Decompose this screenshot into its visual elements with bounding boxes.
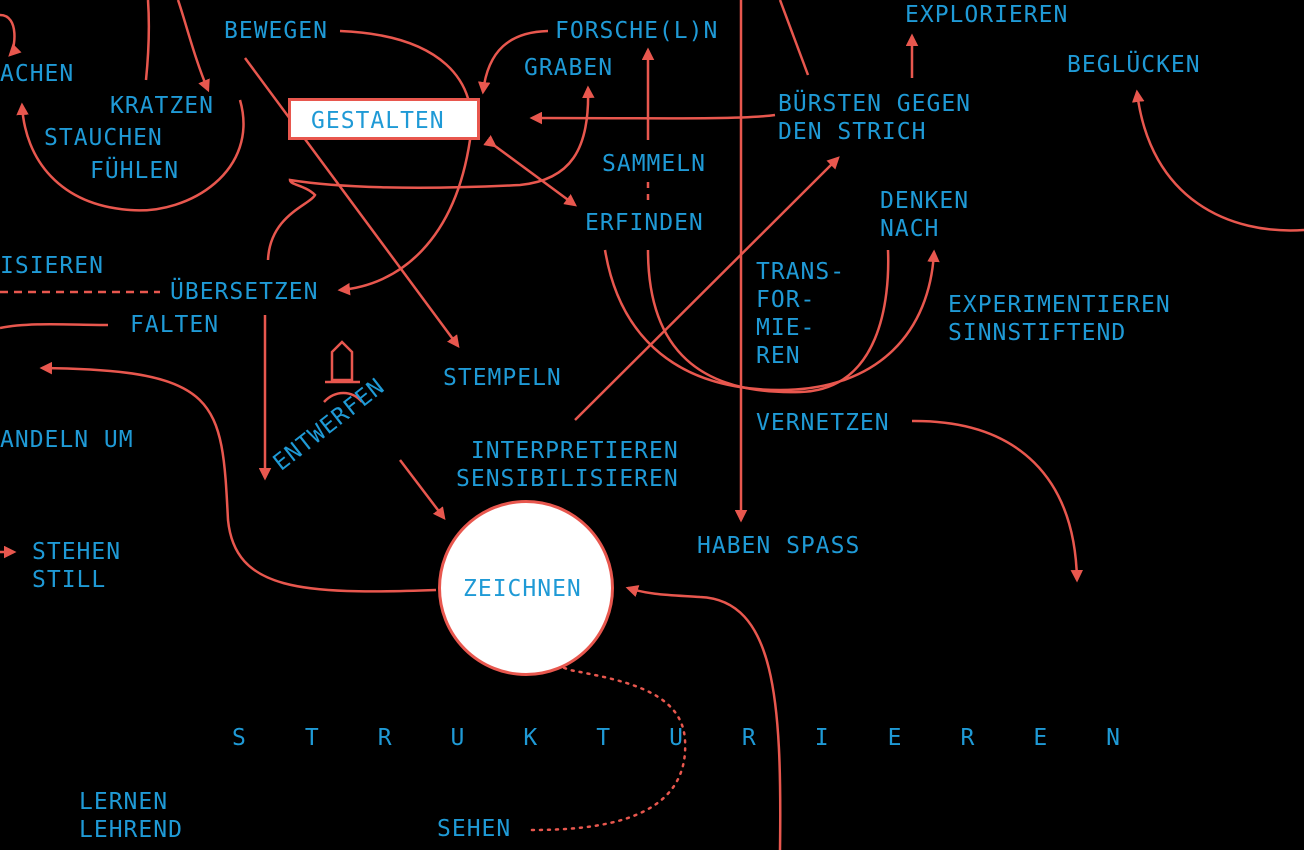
word-kratzen: KRATZEN bbox=[110, 93, 214, 119]
arrow-interpretieren-bursten bbox=[574, 156, 840, 421]
word-stehen-still: STEHEN STILL bbox=[32, 539, 122, 593]
arrow-bewegen-stempeln bbox=[243, 57, 460, 349]
word-fuhlen: FÜHLEN bbox=[90, 158, 180, 184]
arrow-gestalten-erfinden bbox=[483, 135, 578, 207]
arrow-zeichnen-to-left bbox=[39, 361, 437, 593]
arrow-to-beglucken bbox=[1131, 89, 1304, 232]
word-gestalten: GESTALTEN bbox=[311, 108, 445, 134]
word-erfinden: ERFINDEN bbox=[585, 210, 704, 236]
word-forschen: FORSCHE(L)N bbox=[555, 18, 719, 44]
arrow-loop-denken bbox=[603, 249, 940, 392]
arrow-to-zeichnen-right bbox=[625, 585, 782, 850]
word-zeichnen: ZEICHNEN bbox=[463, 576, 582, 602]
line-top-left bbox=[144, 0, 151, 81]
loop-fuhlen bbox=[16, 99, 245, 212]
word-ubersetzen: ÜBERSETZEN bbox=[170, 279, 319, 305]
word-falten: FALTEN bbox=[130, 312, 220, 338]
word-isieren: ISIEREN bbox=[0, 253, 104, 279]
gestalten-node: GESTALTEN bbox=[288, 98, 480, 140]
lighthouse-icon bbox=[323, 340, 363, 403]
arrow-entwerfen-zeichnen bbox=[399, 459, 446, 520]
loop-erfinden bbox=[646, 249, 890, 394]
word-stauchen: STAUCHEN bbox=[44, 125, 163, 151]
word-sammeln: SAMMELN bbox=[602, 151, 706, 177]
arrow-bewegen-gestalten bbox=[337, 29, 473, 296]
word-experimentieren: EXPERIMENTIEREN SINNSTIFTEND bbox=[948, 292, 1171, 346]
word-transformieren: TRANS- FOR- MIE- REN bbox=[756, 259, 846, 369]
line-falten bbox=[0, 323, 109, 330]
word-strukturieren: STRUKTURIEREN bbox=[232, 725, 1180, 751]
word-haben-spass: HABEN SPASS bbox=[697, 533, 861, 559]
word-lernen: LERNEN LEHREND bbox=[79, 789, 183, 843]
word-denken: DENKEN NACH bbox=[880, 188, 970, 242]
word-vernetzen: VERNETZEN bbox=[756, 410, 890, 436]
arrow-to-kratzen bbox=[176, 0, 210, 93]
word-explorieren: EXPLORIEREN bbox=[905, 2, 1069, 28]
word-andeln-um: ANDELN UM bbox=[0, 427, 134, 453]
arrow-forschen-gestalten bbox=[477, 29, 549, 95]
arrow-top-to-bursten bbox=[778, 0, 810, 76]
zeichnen-node: ZEICHNEN bbox=[438, 500, 614, 676]
word-interpretieren: INTERPRETIEREN SENSIBILISIEREN bbox=[456, 438, 679, 492]
word-achen: ACHEN bbox=[0, 61, 75, 87]
word-graben: GRABEN bbox=[524, 55, 614, 81]
word-bursten: BÜRSTEN GEGEN DEN STRICH bbox=[778, 91, 972, 145]
arrow-vernetzen bbox=[911, 419, 1084, 583]
word-bewegen: BEWEGEN bbox=[224, 18, 328, 44]
arrow-top-left-a bbox=[0, 13, 22, 57]
word-sehen: SEHEN bbox=[437, 816, 512, 842]
word-beglucken: BEGLÜCKEN bbox=[1067, 52, 1201, 78]
word-stempeln: STEMPELN bbox=[443, 365, 562, 391]
arrow-bursten-gestalten bbox=[529, 111, 776, 125]
